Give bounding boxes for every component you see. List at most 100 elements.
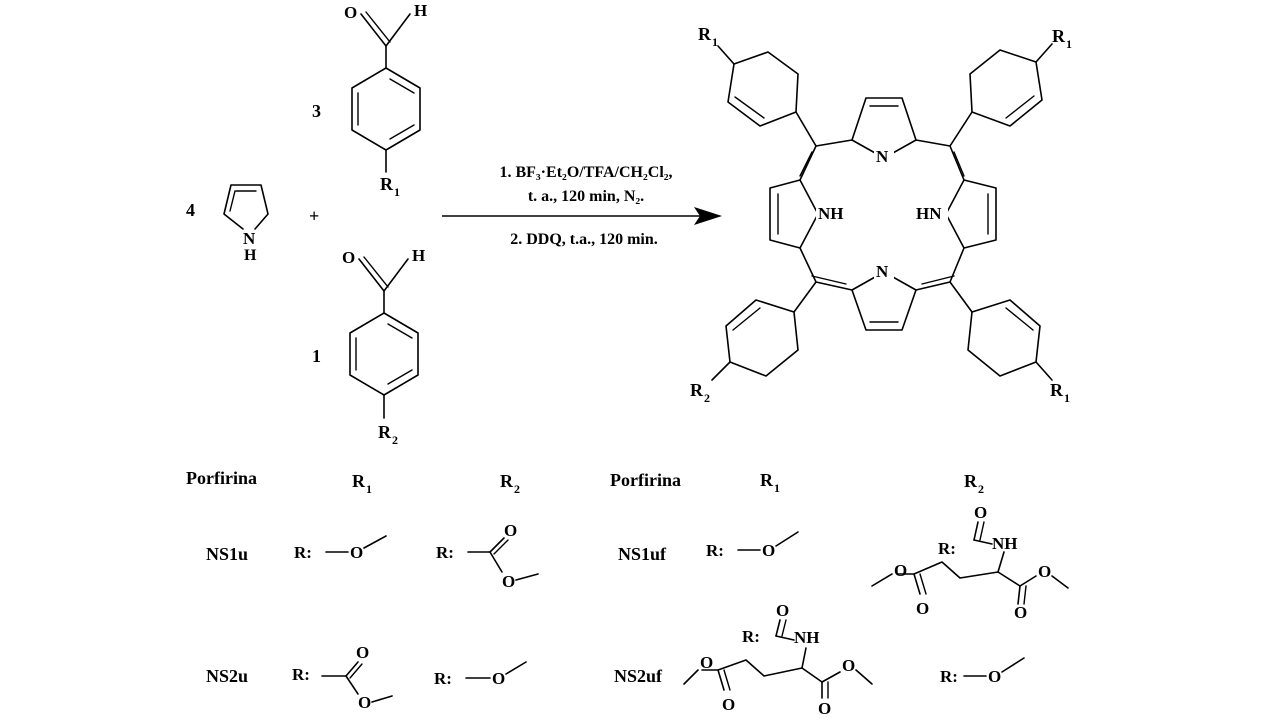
table-right-header-r1-index: 1: [774, 481, 780, 495]
co-double: [363, 256, 389, 288]
meso-double-br: [921, 275, 955, 285]
table-row: NS1uf R: O O R: NH O O O O: [618, 503, 1069, 622]
porphyrin-r-tl-main: R: [698, 24, 712, 44]
r1-amide-oxygen: O: [776, 601, 789, 620]
table-left-header-porfirina: Porfirina: [186, 468, 257, 488]
r2-prefix: R:: [938, 539, 956, 558]
bond: [701, 659, 803, 677]
co-bond: [358, 258, 385, 292]
right-pyrrole-ring: [945, 179, 997, 249]
bond: [801, 667, 823, 683]
r2-prefix: R:: [434, 669, 452, 688]
aldehyde-3-r-index: 1: [394, 185, 400, 199]
r2-oxygen-left: O: [894, 561, 907, 580]
bond: [345, 661, 359, 677]
r2-oxygen: O: [492, 669, 505, 688]
pyrrole-n-label: N: [243, 229, 256, 248]
bond: [821, 671, 841, 683]
porphyrin-name: NS2u: [206, 666, 248, 686]
conditions-step1-line1: 1. BF₃·Et₂O/TFA/CH₂Cl₂,: [499, 164, 672, 181]
porphyrin-r-tl-index: 1: [712, 35, 718, 49]
label-mask: [816, 203, 850, 223]
aldehyde-3-oxygen: O: [344, 3, 357, 22]
bond: [913, 573, 921, 595]
porphyrin-r-br-index: 1: [1064, 391, 1070, 405]
bond: [973, 521, 979, 541]
r1-oxygen-right-dbl: O: [818, 699, 831, 718]
bond: [775, 635, 795, 641]
r2-oxygen-left-dbl: O: [916, 599, 929, 618]
r2-prefix: R:: [436, 543, 454, 562]
pyrrole-coefficient: 4: [186, 200, 195, 220]
bond: [371, 695, 393, 703]
ch-bond: [385, 13, 411, 47]
pyrrole-structure: 4 N H: [186, 184, 269, 264]
r-bond-tl: [717, 45, 735, 65]
table-left: Porfirina R 1 R 2 NS1u R: O R: O O NS2u …: [186, 468, 539, 712]
bond: [717, 669, 725, 691]
table-right-header-r2-index: 2: [978, 482, 984, 496]
table-right-header-r1: R: [760, 470, 774, 490]
r2-oxygen-bottom: O: [502, 572, 515, 591]
bond: [1001, 657, 1025, 673]
bond: [897, 561, 999, 579]
r1-oxygen-top: O: [356, 643, 369, 662]
aldehyde-3-number: 3: [312, 101, 321, 121]
porphyrin-r-br-main: R: [1050, 380, 1064, 400]
r1-oxygen-left: O: [700, 653, 713, 672]
phenyl-ring-bl: [725, 299, 799, 377]
table-left-header-r2-index: 2: [514, 482, 520, 496]
bond: [973, 539, 993, 545]
co-double: [365, 11, 391, 43]
aldehyde-1-number: 1: [312, 346, 321, 366]
phenyl-double-tl: [734, 96, 765, 119]
phenyl-double-tr: [1005, 95, 1035, 119]
phenyl-double-bl: [732, 307, 761, 331]
bond: [997, 571, 1021, 587]
table-row: NS2u R: O O R: O: [206, 643, 527, 712]
bond: [505, 661, 527, 675]
r-bond-bl: [711, 361, 731, 381]
aldehyde-1-r-main: R: [378, 422, 392, 442]
porphyrin-name: NS1uf: [618, 544, 667, 564]
r1-prefix: R:: [742, 627, 760, 646]
meso-double-tr: [953, 151, 965, 177]
ch-bond: [383, 258, 409, 292]
r2-oxygen: O: [988, 667, 1001, 686]
phenyl-bond: [793, 281, 817, 313]
bond: [919, 573, 927, 595]
bond: [489, 537, 505, 553]
ring-double-2: [389, 78, 415, 94]
phenyl-ring-tl: [727, 51, 799, 127]
phenyl-bond: [795, 111, 817, 147]
table-row: NS1u R: O R: O O: [206, 521, 539, 591]
meso-double-bl: [811, 275, 847, 285]
bond: [775, 619, 781, 637]
benzene-ring: [351, 67, 421, 151]
aldehyde-3-r-main: R: [380, 174, 394, 194]
bond: [493, 539, 509, 555]
table-right: Porfirina R 1 R 2 NS1uf R: O O R: NH O O: [610, 470, 1069, 718]
r-bond-br: [1035, 361, 1053, 381]
porphyrin-r-bl-index: 2: [704, 391, 710, 405]
aldehyde-1-oxygen: O: [342, 248, 355, 267]
r1-oxygen-bottom: O: [358, 693, 371, 712]
bond: [1019, 575, 1037, 587]
r2-oxygen-right: O: [1038, 562, 1051, 581]
r2-nh: NH: [992, 534, 1018, 553]
bond: [683, 669, 699, 685]
porphyrin-n-top: N: [876, 147, 889, 166]
r1-oxygen-right: O: [842, 656, 855, 675]
phenyl-ring-tr: [969, 49, 1043, 127]
benzene-ring: [349, 312, 419, 396]
r1-oxygen: O: [350, 543, 363, 562]
aldehyde-3-hydrogen: H: [414, 1, 427, 20]
r2-prefix: R:: [940, 667, 958, 686]
r2-oxygen-right-dbl: O: [1014, 603, 1027, 622]
meso-double-tl: [799, 151, 813, 177]
phenyl-double-br: [1005, 307, 1034, 331]
ring-double-3: [389, 124, 415, 140]
r1-oxygen: O: [762, 541, 775, 560]
phenyl-bond: [949, 281, 973, 313]
